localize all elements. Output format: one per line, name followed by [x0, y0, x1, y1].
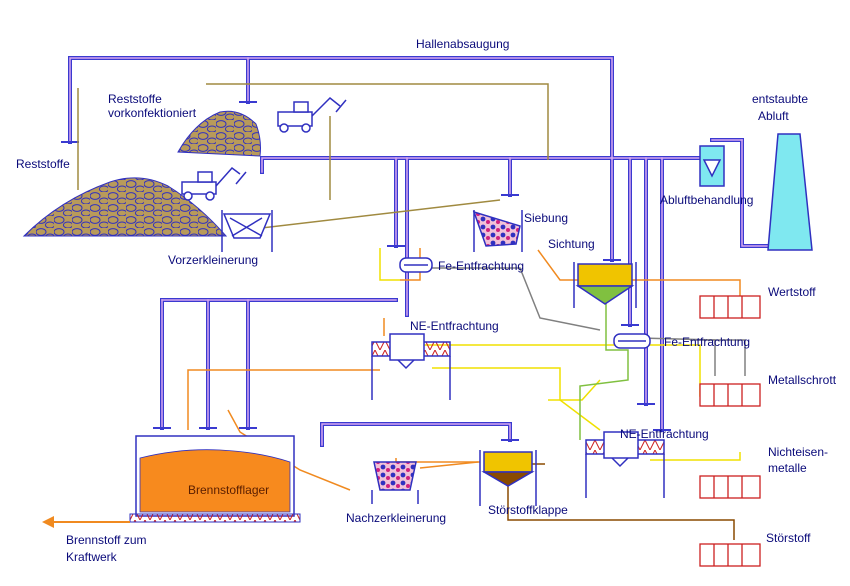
post-shredder — [371, 461, 419, 504]
label-stoerstoffklappe: Störstoffklappe — [488, 503, 568, 517]
raw-material-pile-prepared — [177, 110, 261, 157]
fe-separator-1 — [399, 257, 433, 273]
container-nichteisenmetalle — [699, 475, 761, 499]
container-wertstoff — [699, 295, 761, 319]
label-abluftbehandlung: Abluftbehandlung — [660, 193, 753, 207]
label-siebung: Siebung — [524, 211, 568, 225]
labels: Hallenabsaugung Reststoffe vorkonfektion… — [16, 37, 837, 564]
label-metallschrott: Metallschrott — [768, 373, 837, 387]
ne-separator-1 — [371, 333, 451, 400]
label-entstaubte-1: entstaubte — [752, 92, 808, 106]
raw-material-pile-large — [22, 177, 228, 237]
output-arrow — [42, 516, 130, 528]
label-brennstoff-1: Brennstoff zum — [66, 533, 146, 547]
screening-drum — [472, 210, 523, 252]
pre-shredder — [221, 210, 273, 252]
label-hallenabsaugung: Hallenabsaugung — [416, 37, 509, 51]
exhaust-stack — [767, 133, 813, 251]
label-brennstoff-2: Kraftwerk — [66, 550, 118, 564]
label-reststoffe-vork-1: Reststoffe — [108, 92, 162, 106]
exhaust-duct-network — [61, 56, 772, 447]
label-sichtung: Sichtung — [548, 237, 595, 251]
label-ne-entfrachtung-2: NE-Entfrachtung — [620, 427, 709, 441]
label-nichteisen-1: Nichteisen- — [768, 445, 828, 459]
label-brennstofflager: Brennstofflager — [188, 483, 269, 497]
container-metallschrott — [699, 383, 761, 407]
label-entstaubte-2: Abluft — [758, 109, 789, 123]
air-classifier — [573, 262, 637, 308]
container-stoerstoff — [699, 543, 761, 567]
label-fe-entfrachtung-2: Fe-Entfrachtung — [664, 335, 750, 349]
label-wertstoff: Wertstoff — [768, 285, 816, 299]
label-stoerstoff: Störstoff — [766, 531, 811, 545]
label-nichteisen-2: metalle — [768, 461, 807, 475]
fe-separator-2 — [613, 333, 651, 349]
exhaust-treatment-unit — [699, 145, 725, 187]
label-fe-entfrachtung-1: Fe-Entfrachtung — [438, 259, 524, 273]
fuel-store — [129, 435, 301, 523]
label-reststoffe: Reststoffe — [16, 157, 70, 171]
label-vorzerkleinerung: Vorzerkleinerung — [168, 253, 258, 267]
wheel-loader-icon-2 — [181, 166, 247, 201]
label-ne-entfrachtung-1: NE-Entfrachtung — [410, 319, 499, 333]
ne-separator-2 — [585, 431, 665, 498]
wheel-loader-icon — [277, 96, 347, 133]
interference-flap — [479, 450, 537, 506]
label-reststoffe-vork-2: vorkonfektioniert — [108, 106, 197, 120]
label-nachzerkleinerung: Nachzerkleinerung — [346, 511, 446, 525]
